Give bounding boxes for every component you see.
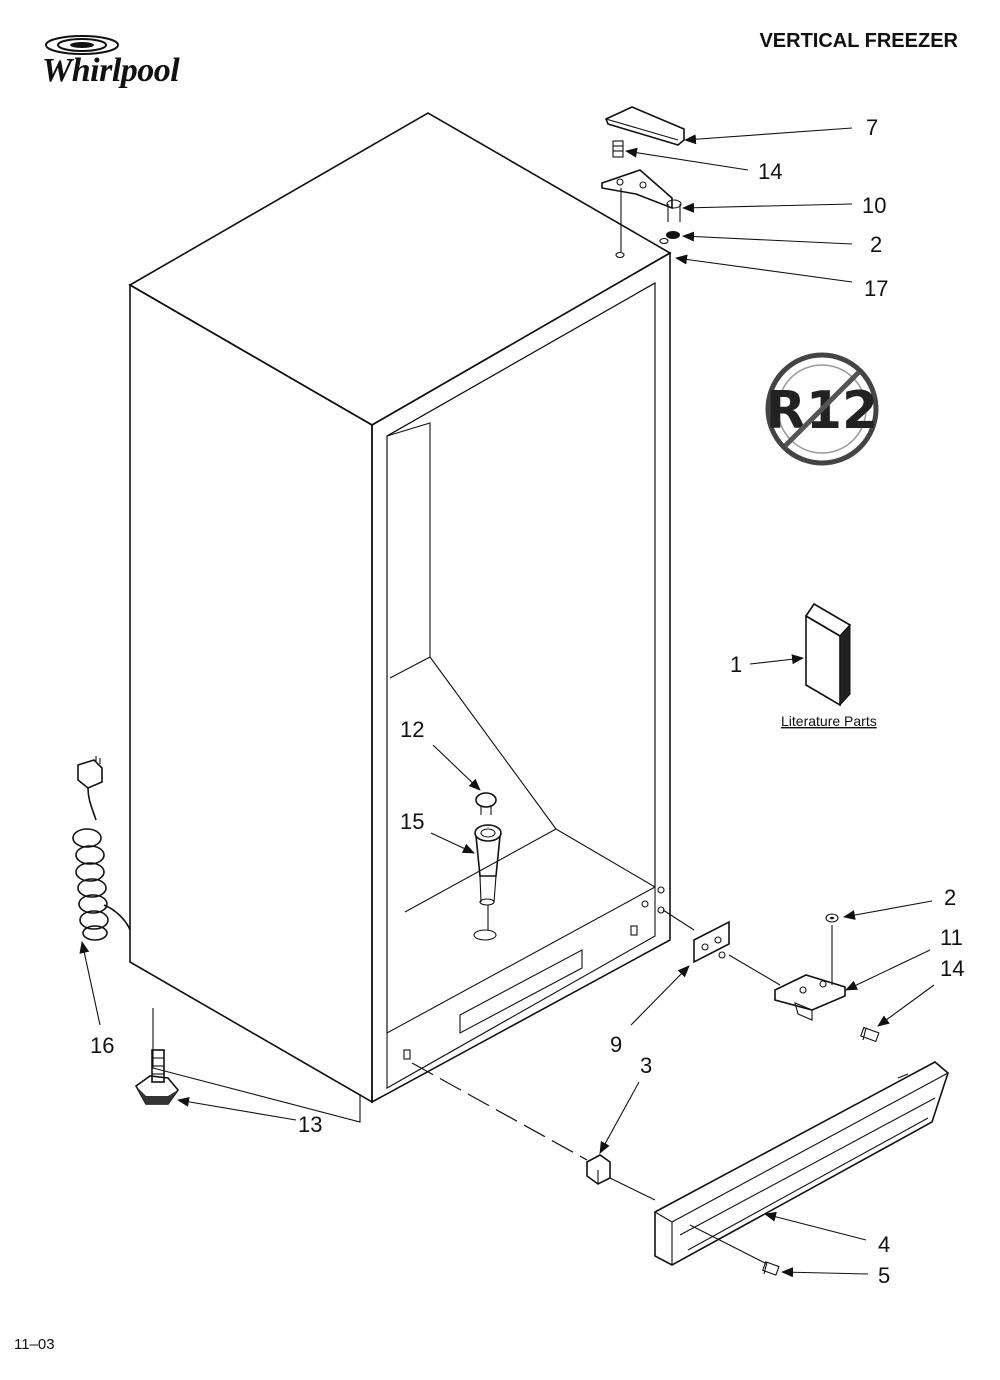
freezer-cabinet <box>128 112 672 1123</box>
literature-parts-label: Literature Parts <box>781 713 877 729</box>
literature-booklet-part: Literature Parts <box>781 602 877 729</box>
callout-5: 5 <box>878 1263 890 1288</box>
callout-10: 10 <box>862 193 886 218</box>
logo-swirl-icon <box>45 35 119 55</box>
leader-arrow-5 <box>781 1267 869 1278</box>
page-code: 11–03 <box>14 1336 55 1353</box>
grille-clip-part <box>586 1154 611 1185</box>
callout-13: 13 <box>298 1112 322 1137</box>
leader-arrow-14-top <box>625 147 749 171</box>
hinge-screw-top-part <box>612 140 624 158</box>
callout-2-bottom: 2 <box>944 885 956 910</box>
callout-3: 3 <box>640 1053 652 1078</box>
brand-text: Whirlpool <box>42 52 180 89</box>
whirlpool-logo: Whirlpool <box>42 35 180 90</box>
callout-12: 12 <box>400 717 424 742</box>
hinge-shim-plate-part <box>693 920 730 964</box>
callout-14-bottom: 14 <box>940 956 964 981</box>
callout-7: 7 <box>866 115 878 140</box>
grille-screw-part <box>762 1261 780 1276</box>
top-hinge-bracket-part <box>601 169 673 252</box>
leader-arrow-16 <box>79 941 101 1026</box>
bottom-washer-part <box>825 913 839 923</box>
shim-guide-line <box>662 909 695 931</box>
callout-17: 17 <box>864 276 888 301</box>
leader-arrow-2-bottom <box>843 900 933 920</box>
clip-guide-line <box>609 1177 656 1201</box>
callout-9: 9 <box>610 1032 622 1057</box>
grille-assembly-dashed-line <box>411 1062 588 1161</box>
callout-11: 11 <box>940 925 963 950</box>
leader-arrow-17 <box>675 254 853 283</box>
leader-arrow-3 <box>599 1081 640 1154</box>
callout-labels: 7 14 10 2 17 1 12 15 16 13 2 11 14 9 3 4… <box>90 115 964 1288</box>
power-cord-part <box>72 756 131 941</box>
callout-16: 16 <box>90 1033 114 1058</box>
callout-4: 4 <box>878 1232 890 1257</box>
callout-15: 15 <box>400 809 424 834</box>
leader-arrow-9 <box>630 965 690 1026</box>
page-title: VERTICAL FREEZER <box>759 30 958 52</box>
leader-arrow-14-bottom <box>877 984 935 1027</box>
drain-tube-part <box>473 824 502 941</box>
leader-arrows <box>79 127 935 1278</box>
bottom-hinge-bracket-part <box>774 925 846 1021</box>
leader-arrow-12 <box>432 744 481 791</box>
r12-badge: R12 <box>765 352 879 466</box>
top-hinge-cover-part <box>604 106 685 146</box>
leader-arrow-1 <box>749 654 804 665</box>
toe-grille-part <box>654 1061 949 1266</box>
leader-arrow-10 <box>682 202 853 213</box>
leveling-leg-part <box>134 1049 180 1105</box>
leader-arrow-11 <box>845 949 931 991</box>
leader-arrow-13 <box>177 1096 297 1121</box>
top-washer-part <box>666 231 680 239</box>
leader-arrow-15 <box>430 832 475 854</box>
leader-arrow-4 <box>764 1211 867 1241</box>
bracket-guide-line <box>728 954 781 986</box>
callout-1: 1 <box>730 652 742 677</box>
callout-2-top: 2 <box>870 232 882 257</box>
hinge-screw-bottom-part <box>860 1026 880 1043</box>
hinge-pin-top-part <box>666 199 682 222</box>
drain-plug-part <box>475 792 497 815</box>
screw-guide-line <box>689 1224 766 1264</box>
callout-14-top: 14 <box>758 159 782 184</box>
leader-arrow-7 <box>684 127 853 145</box>
leader-arrow-2-top <box>682 231 853 245</box>
